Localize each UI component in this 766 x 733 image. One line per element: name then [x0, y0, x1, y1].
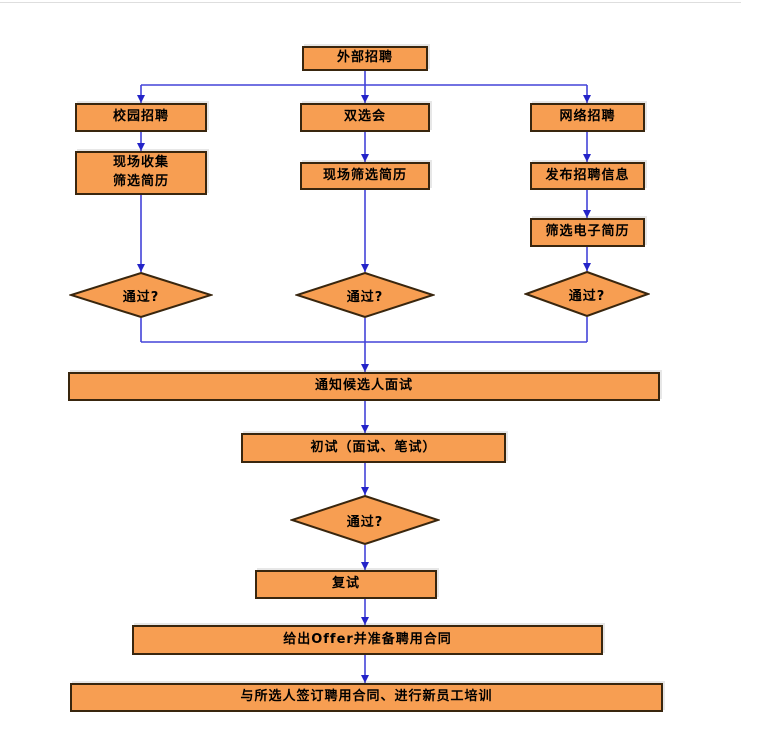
- node-label: 外部招聘: [336, 50, 393, 66]
- node-job-fair: 双选会: [300, 103, 430, 132]
- node-second-interview: 复试: [255, 570, 437, 599]
- decision-label: 通过?: [346, 514, 384, 530]
- node-label: 初试（面试、笔试）: [310, 439, 437, 455]
- decision-pass-left: 通过?: [69, 272, 213, 318]
- node-notify-candidates: 通知候选人面试: [68, 372, 660, 401]
- node-label: 现场收集 筛选简历: [112, 155, 169, 189]
- node-label: 校园招聘: [112, 109, 169, 125]
- node-label: 双选会: [343, 109, 386, 125]
- node-publish-job-info: 发布招聘信息: [530, 162, 645, 190]
- decision-pass-right: 通过?: [524, 271, 650, 317]
- decision-pass-middle: 通过?: [295, 272, 435, 318]
- node-label: 给出Offer并准备聘用合同: [283, 631, 452, 647]
- node-first-interview: 初试（面试、笔试）: [241, 433, 506, 463]
- node-offer-contract: 给出Offer并准备聘用合同: [132, 625, 603, 655]
- node-label: 通知候选人面试: [314, 378, 413, 394]
- node-label: 网络招聘: [559, 109, 616, 125]
- node-label: 筛选电子简历: [545, 224, 630, 240]
- node-external-recruiting: 外部招聘: [302, 46, 428, 71]
- node-campus-recruiting: 校园招聘: [75, 103, 207, 132]
- decision-label: 通过?: [568, 288, 606, 304]
- node-onsite-screen-resumes: 现场筛选简历: [300, 162, 430, 190]
- node-onsite-collect-screen-resumes: 现场收集 筛选简历: [75, 151, 207, 195]
- node-screen-eresumes: 筛选电子简历: [530, 218, 645, 247]
- decision-label: 通过?: [346, 289, 384, 305]
- node-label: 与所选人签订聘用合同、进行新员工培训: [240, 689, 493, 705]
- decision-pass-final: 通过?: [290, 495, 440, 545]
- node-label: 发布招聘信息: [545, 167, 630, 183]
- decision-label: 通过?: [122, 289, 160, 305]
- node-label: 现场筛选简历: [322, 167, 407, 183]
- node-sign-contract-training: 与所选人签订聘用合同、进行新员工培训: [70, 683, 663, 712]
- node-online-recruiting: 网络招聘: [530, 103, 645, 132]
- node-label: 复试: [331, 576, 360, 592]
- page-edge-line: [0, 2, 741, 3]
- edge-external-split: [141, 71, 587, 86]
